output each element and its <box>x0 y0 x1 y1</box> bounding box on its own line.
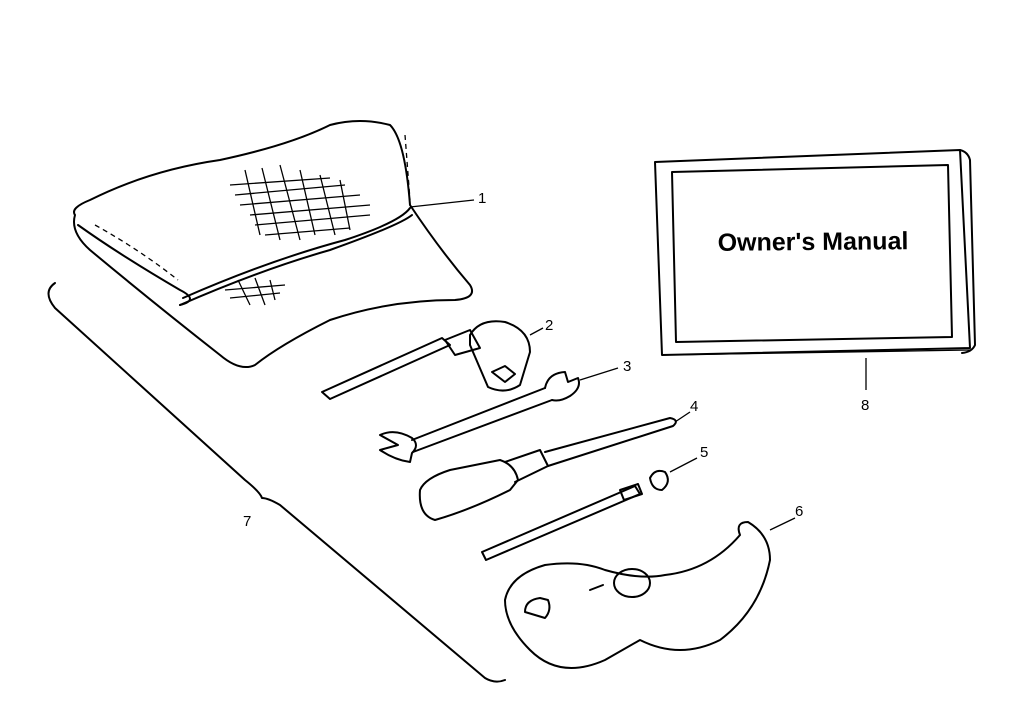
callout-4: 4 <box>690 398 699 415</box>
spanner-hook-tool <box>504 517 796 669</box>
tool-pouch <box>73 120 474 368</box>
spark-plug-socket-wrench <box>321 320 544 400</box>
pouch-fabric-pattern <box>224 164 371 306</box>
screwdriver <box>418 411 691 521</box>
callout-3: 3 <box>623 358 632 375</box>
open-end-wrench <box>379 367 619 463</box>
owners-manual <box>654 149 976 390</box>
extension-bar <box>481 457 698 561</box>
callout-6: 6 <box>795 503 804 520</box>
callout-7: 7 <box>243 513 252 530</box>
callout-1: 1 <box>478 190 487 207</box>
callout-5: 5 <box>700 444 709 461</box>
tool-kit-group-bracket <box>47 282 506 683</box>
manual-cover-title: Owner's Manual <box>717 227 909 257</box>
callout-8: 8 <box>861 397 870 414</box>
callout-2: 2 <box>545 317 554 334</box>
